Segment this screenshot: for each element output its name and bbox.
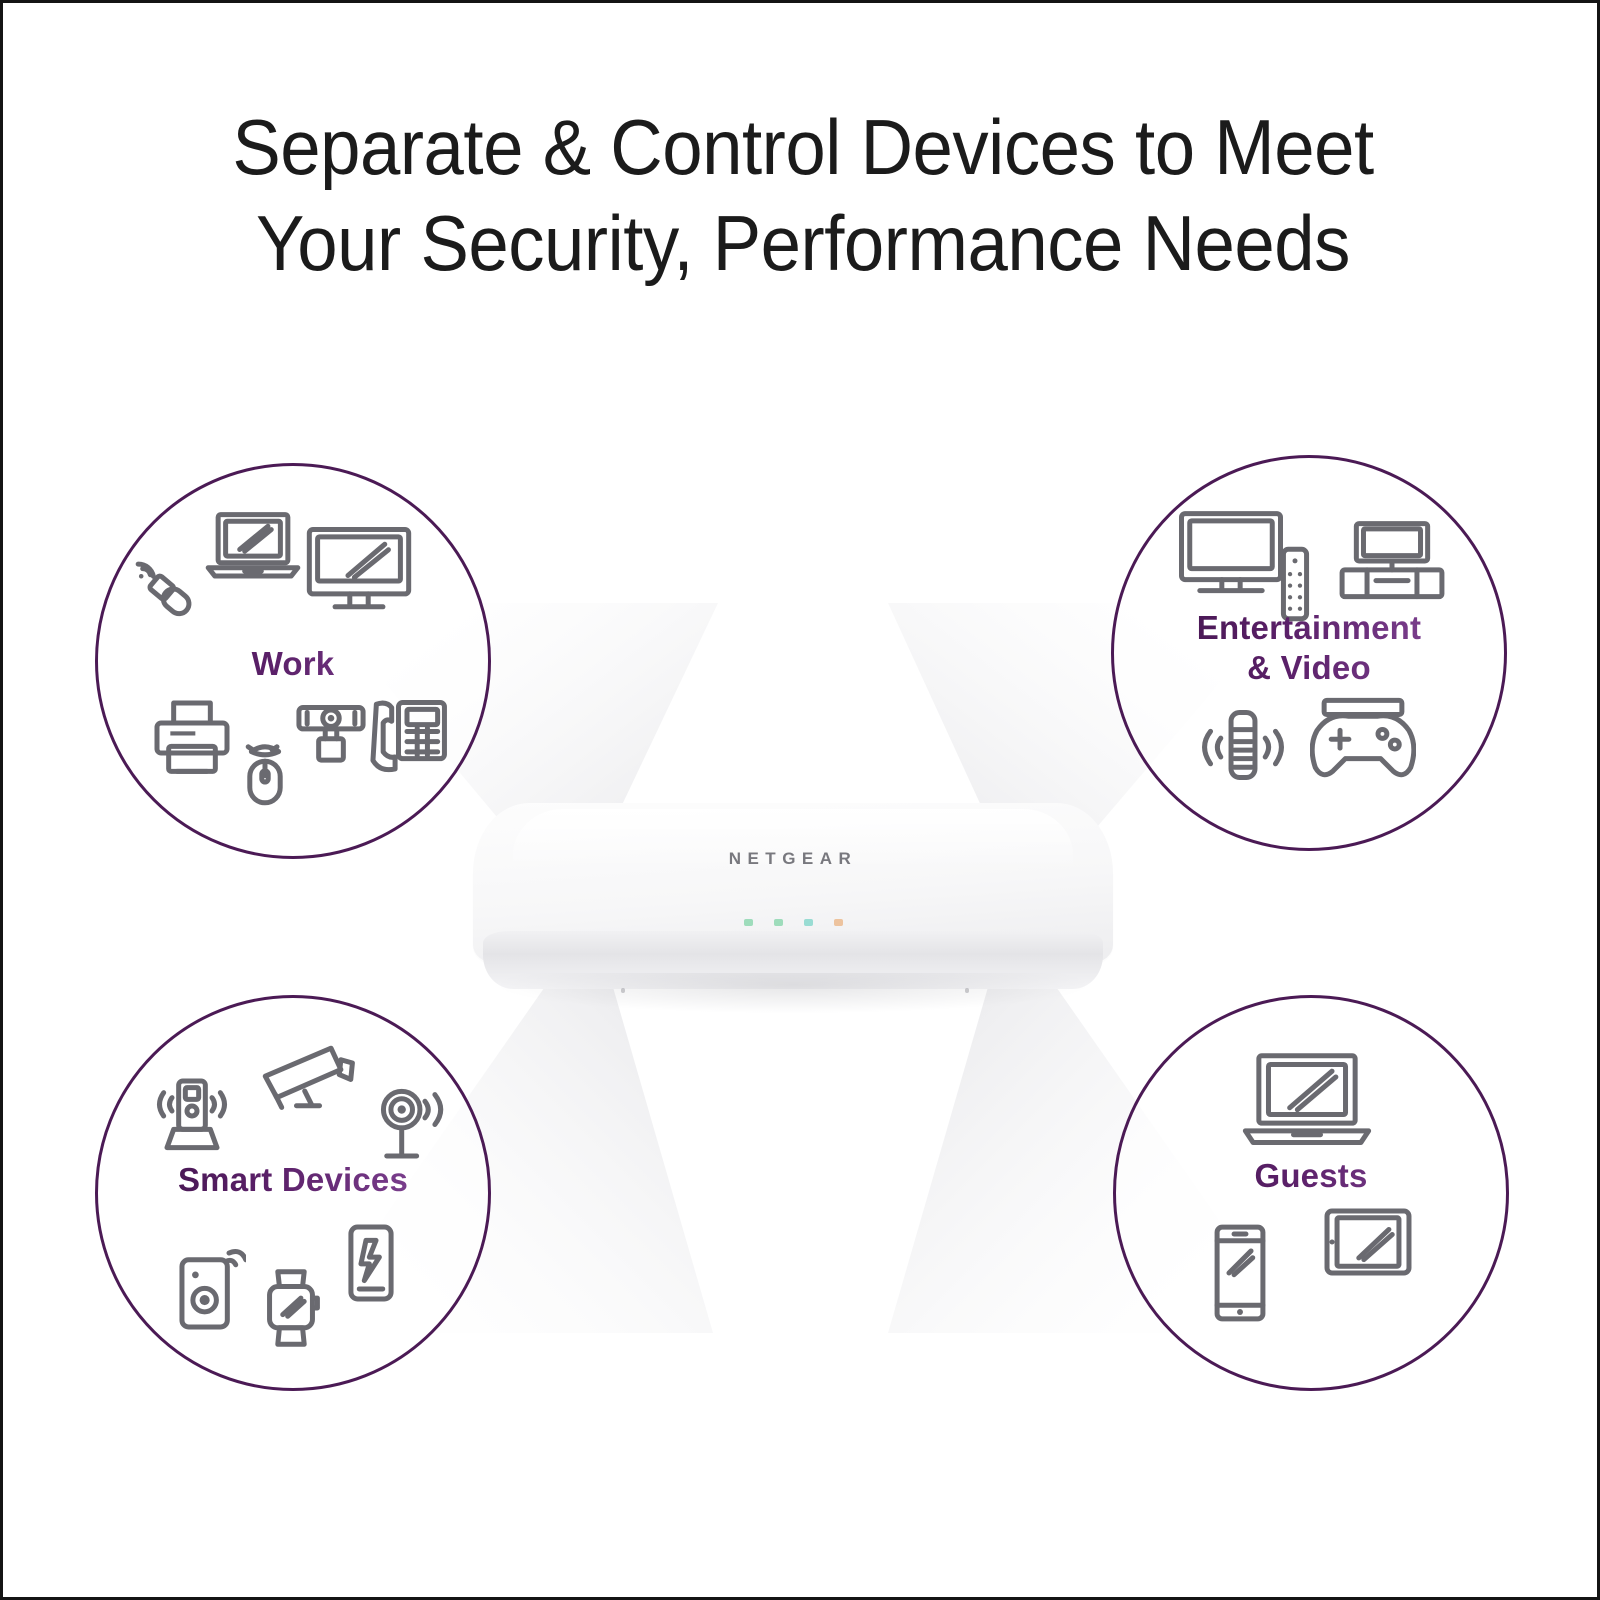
router-base-edge	[483, 931, 1103, 989]
wifi-usb-dongle-icon	[126, 558, 202, 634]
router-led-row	[473, 919, 1113, 926]
bubble-label-smart-devices: Smart Devices	[98, 1160, 488, 1200]
tablet-icon	[1322, 1206, 1414, 1278]
security-camera-icon	[258, 1040, 358, 1114]
usb-led	[833, 919, 843, 926]
bubble-label-work: Work	[98, 644, 488, 684]
computer-mouse-icon	[236, 734, 294, 806]
wifi-led	[803, 919, 813, 926]
webcam-icon	[294, 696, 368, 770]
internet-led	[773, 919, 783, 926]
router-highlight	[513, 809, 1073, 869]
bubble-label-entertainment: Entertainment & Video	[1114, 608, 1504, 688]
category-bubble-smart-devices[interactable]: Smart Devices	[95, 995, 491, 1391]
video-doorbell-icon	[170, 1248, 246, 1332]
page-title-line-2: Your Security, Performance Needs	[256, 199, 1350, 287]
category-bubble-entertainment[interactable]: Entertainment & Video	[1111, 455, 1507, 851]
game-controller-icon	[1310, 694, 1416, 788]
tv-media-stand-icon	[1336, 520, 1448, 602]
power-led	[743, 919, 753, 926]
page-title: Separate & Control Devices to Meet Your …	[59, 99, 1547, 291]
category-bubble-guests[interactable]: Guests	[1113, 995, 1509, 1391]
laptop-icon	[1238, 1050, 1376, 1154]
bubble-label-guests: Guests	[1116, 1156, 1506, 1196]
smart-speaker-icon	[1200, 704, 1286, 786]
smart-outlet-icon	[344, 1222, 398, 1304]
printer-icon	[150, 698, 234, 778]
smartwatch-icon	[258, 1266, 324, 1350]
router-drop-shadow	[501, 973, 1085, 1013]
netgear-brand-logo: NETGEAR	[728, 849, 858, 868]
category-bubble-work[interactable]: Work	[95, 463, 491, 859]
page-title-line-1: Separate & Control Devices to Meet	[232, 103, 1374, 191]
tv-remote-icon	[1278, 546, 1312, 622]
motion-sensor-icon	[370, 1088, 450, 1166]
desk-phone-icon	[364, 694, 450, 774]
television-icon	[1176, 508, 1286, 598]
netgear-access-point: NETGEAR	[473, 803, 1113, 1018]
smart-hub-icon	[150, 1076, 234, 1156]
desktop-monitor-icon	[303, 524, 415, 616]
smartphone-icon	[1212, 1220, 1268, 1326]
laptop-icon	[203, 508, 303, 586]
